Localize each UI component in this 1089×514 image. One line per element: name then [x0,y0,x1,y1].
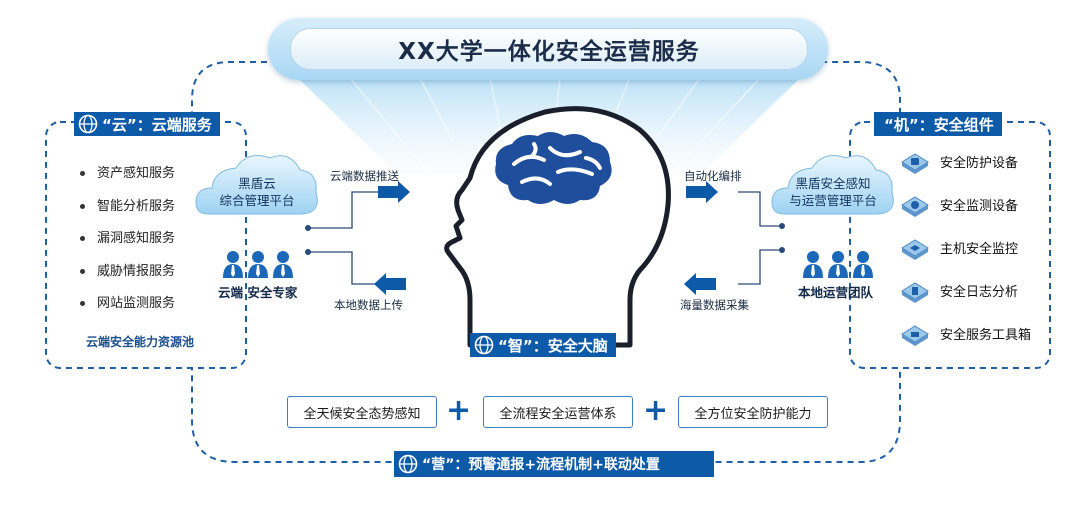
person-icon [853,251,873,278]
page-title: XX大学一体化安全运营服务 [290,28,808,70]
capability-box: 全方位安全防护能力 [678,396,828,428]
cloud-panel-frame [45,121,247,369]
list-item: 安全监测设备 [900,183,1031,226]
list-item: 智能分析服务 [80,197,175,230]
local-team-icon [802,250,874,278]
cloud-expert-team-icon [222,250,294,278]
capability-box: 全天候安全态势感知 [287,396,437,428]
capability-box: 全流程安全运营体系 [483,396,633,428]
list-item: 安全日志分析 [900,269,1031,312]
title-banner: XX大学一体化安全运营服务 [268,18,828,80]
host-monitor-icon [901,238,929,260]
local-upload-label: 本地数据上传 [334,298,403,312]
list-item: 漏洞感知服务 [80,229,175,262]
arrow-right-icon [378,181,410,203]
machine-platform-label: 黑盾安全感知 与运营管理平台 [789,176,877,208]
list-item: 网站监测服务 [80,294,175,327]
cloud-expert-team-label: 云端 安全专家 [218,285,298,300]
list-item: 安全防护设备 [900,140,1031,183]
globe-icon [78,114,98,134]
toolbox-icon [901,324,929,346]
person-icon [828,251,848,278]
person-icon [223,251,243,278]
arrow-left-icon [374,273,406,295]
machine-section-tag: “机”：安全组件 [874,112,1002,136]
cloud-shape-right [771,155,894,215]
brain-section-tag-label: “智”：安全大脑 [498,336,608,355]
cloud-service-list: 资产感知服务 智能分析服务 漏洞感知服务 威胁情报服务 网站监测服务 [80,164,175,327]
component-list: 安全防护设备 安全监测设备 主机安全监控 安全日志分析 安全服务工具箱 [900,140,1031,355]
brain-section-tag: “智”：安全大脑 [470,333,616,357]
person-icon [803,251,823,278]
globe-icon [398,454,418,474]
cloud-section-tag-label: “云”：云端服务 [102,115,212,134]
list-item: 威胁情报服务 [80,262,175,295]
machine-section-tag-label: “机”：安全组件 [884,115,994,134]
arrow-right-icon [686,181,718,203]
cloud-section-tag: “云”：云端服务 [74,112,220,136]
list-item: 资产感知服务 [80,164,175,197]
machine-panel-frame [849,121,1051,369]
operation-section-tag-label: “营”：预警通报+流程机制+联动处置 [422,457,660,473]
security-device-icon [901,152,929,174]
person-icon [248,251,268,278]
cloud-push-label: 云端数据推送 [330,169,399,183]
list-item: 主机安全监控 [900,226,1031,269]
outer-dashed-frame [191,61,901,463]
arrow-left-icon [684,273,716,295]
local-team-label: 本地运营团队 [798,285,874,300]
cloud-resource-pool-label: 云端安全能力资源池 [86,335,195,349]
auto-orchestration-label: 自动化编排 [684,169,742,183]
monitor-device-icon [901,195,929,217]
cloud-shape-left [195,155,318,215]
list-item: 安全服务工具箱 [900,312,1031,355]
cloud-platform-label: 黑盾云 综合管理平台 [219,176,295,208]
log-analysis-icon [901,281,929,303]
mass-collection-label: 海量数据采集 [680,298,749,312]
person-icon [273,251,293,278]
brain-icon [495,132,612,204]
plus-sign: + [643,393,669,428]
globe-icon [474,335,494,355]
operation-section-tag: “营”：预警通报+流程机制+联动处置 [394,451,714,477]
plus-sign: + [446,393,472,428]
